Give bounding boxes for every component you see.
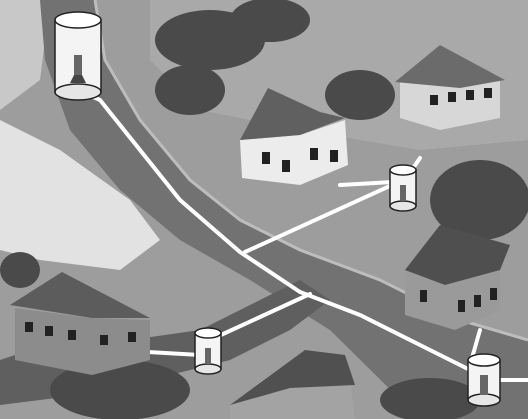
tank-top-left [55, 12, 101, 100]
tank-bottom-right [468, 354, 500, 406]
tank-center-right [390, 165, 416, 211]
tank-bottom-left [195, 328, 221, 374]
